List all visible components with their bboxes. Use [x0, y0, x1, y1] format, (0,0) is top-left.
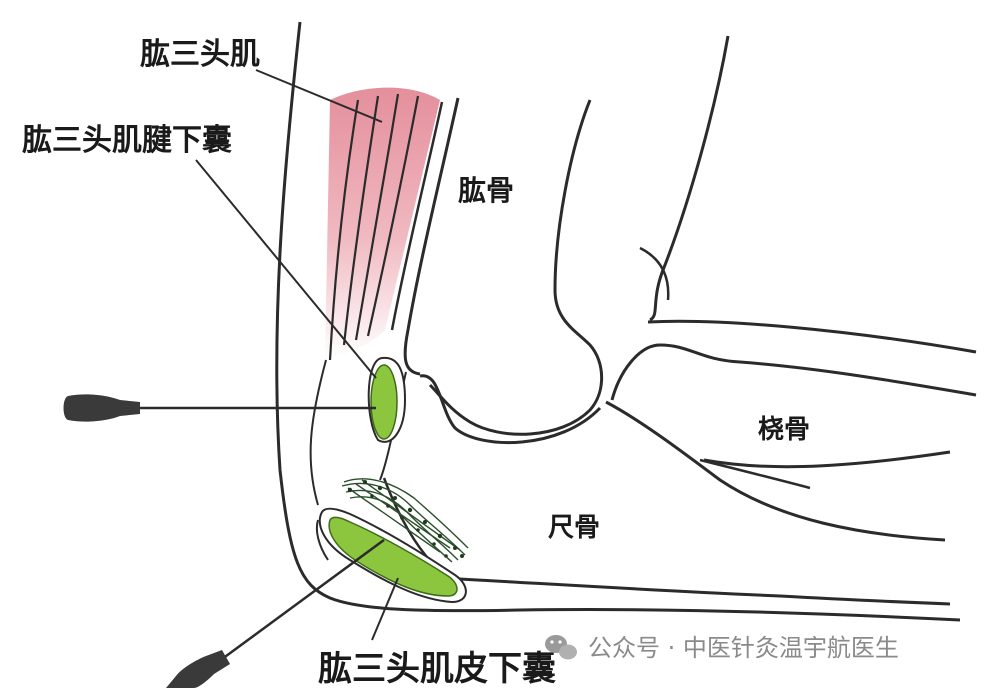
leader-subtendinous-bursa: [195, 159, 377, 379]
skin-outline-inner: [315, 519, 329, 561]
subcutaneous-bursa: [328, 516, 458, 597]
front-arm-outline: [649, 35, 730, 322]
label-radius: 桡骨: [758, 415, 810, 445]
watermark: 公众号 · 中医针灸温宇航医生: [545, 634, 899, 662]
radius-upper-line: [647, 319, 977, 354]
subtendinous-bursa: [370, 364, 398, 440]
needle-subtendinous: [63, 394, 376, 422]
radius-ulna-gap: [699, 458, 811, 490]
wechat-icon: [545, 635, 577, 660]
label-ulna: 尺骨: [548, 513, 600, 543]
humerus-anterior-line: [428, 99, 604, 436]
syringe-handle-icon: [63, 394, 140, 422]
radius-head: [610, 343, 977, 401]
label-triceps: 肱三头肌: [140, 37, 260, 72]
label-subtendinous-bursa: 肱三头肌腱下囊: [22, 123, 232, 158]
leader-triceps: [255, 69, 383, 123]
syringe-handle-icon-2: [166, 650, 230, 688]
triceps-tendon-line: [390, 101, 444, 331]
ulna-lower-line: [439, 576, 951, 606]
label-subcutaneous-bursa: 肱三头肌皮下囊: [318, 649, 556, 688]
needle-subcutaneous: [166, 538, 385, 688]
biceps-contour: [639, 246, 670, 301]
triceps-muscle: [325, 87, 440, 360]
tendon-dots: [347, 480, 464, 558]
humerus-posterior-line: [403, 97, 460, 376]
watermark-text: 公众号 · 中医针灸温宇航医生: [588, 634, 899, 662]
radius-lower-line: [703, 450, 951, 469]
ulna-upper-line: [605, 400, 946, 542]
label-humerus: 肱骨: [458, 174, 514, 207]
tendon-insertion: [341, 478, 469, 563]
posterior-arm-line: [309, 359, 327, 506]
ulna-trochlear-notch: [419, 374, 602, 445]
leader-subcutaneous-bursa: [371, 577, 399, 641]
